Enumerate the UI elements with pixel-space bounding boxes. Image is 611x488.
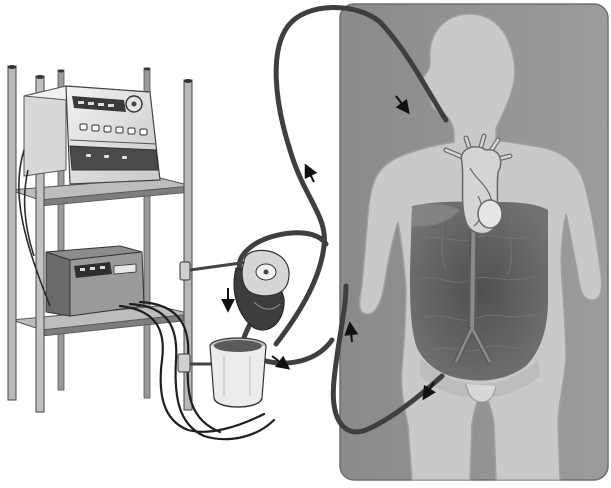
tubing-oxygenator-return (262, 340, 332, 363)
oxygenator-icon (210, 338, 266, 407)
control-console-icon (24, 86, 160, 184)
pump-controller-icon (46, 246, 144, 316)
flow-arrow-icon (306, 166, 314, 182)
